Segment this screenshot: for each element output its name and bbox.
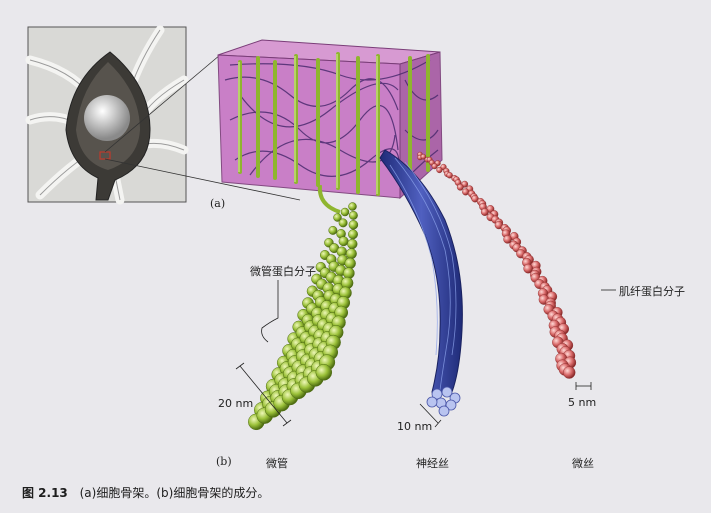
tubulin-bead [345,248,357,260]
tubulin-bead [338,218,348,228]
microtubule-protein-label: 微管蛋白分子 [250,265,316,278]
actin-bead [563,366,576,379]
tubulin-bead [348,202,357,211]
actin-bead [431,163,438,170]
actin-bead [462,188,470,196]
tubulin-bead [348,210,358,220]
tubulin-bead [344,257,356,270]
dimension-5nm-label: 5 nm [568,396,597,409]
neurofilament-model [379,149,463,417]
actin-bead [503,234,512,244]
figure-caption: 图 2.13 (a)细胞骨架。(b)细胞骨架的成分。 [22,484,269,501]
figure-caption-text: (a)细胞骨架。(b)细胞骨架的成分。 [79,486,270,500]
actin-bead [420,153,427,160]
tubulin-bead [347,238,358,250]
neuron-inset [25,25,189,205]
microfilament-model [417,151,577,379]
microtubule-model [248,202,359,431]
tubulin-bead [348,220,359,230]
dimension-20nm-label: 20 nm [218,397,254,410]
actin-bead [446,171,453,179]
tubulin-bead [333,213,342,222]
tubulin-bead [348,229,358,240]
actin-bead [436,166,443,174]
panel-label-b: (b) [216,455,232,468]
tubulin-bead [315,364,333,381]
tubulin-bead [340,207,350,217]
dimension-10nm-label: 10 nm [397,420,433,433]
neurofilament-label: 神经丝 [416,457,449,470]
tubulin-bead [338,236,349,247]
panel-label-a: (a) [210,197,226,210]
actin-protein-label: 肌纤蛋白分子 [619,285,685,298]
actin-bead [480,208,489,216]
microtubule-label: 微管 [266,457,288,470]
tubulin-bead [328,225,338,235]
actin-bead [456,183,464,191]
microfilament-label: 微丝 [572,457,594,470]
figure-number: 图 2.13 [22,486,68,500]
